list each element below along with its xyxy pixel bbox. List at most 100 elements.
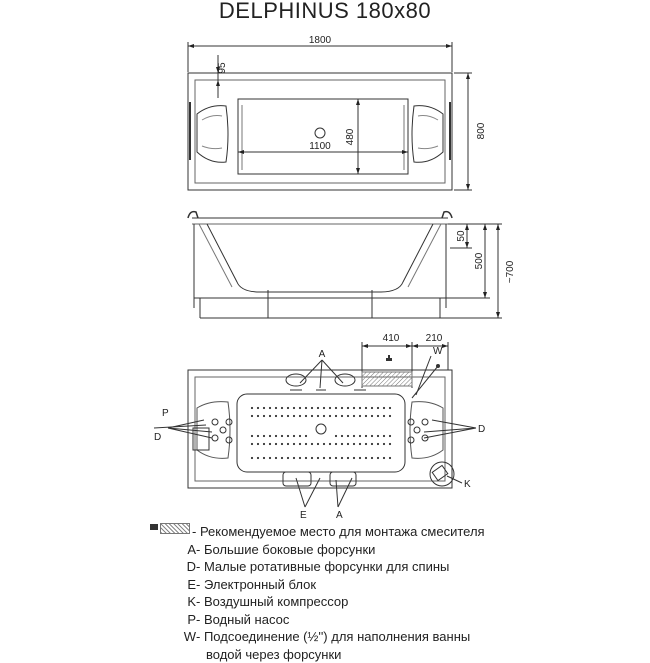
jet-dot	[287, 443, 289, 445]
legend-item: W- Подсоединение (½'') для наполнения ва…	[150, 628, 640, 646]
jet-dot	[275, 415, 277, 417]
jet-dot	[353, 457, 355, 459]
legend: - Рекомендуемое место для монтажа смесит…	[150, 523, 640, 663]
jet-dot	[269, 435, 271, 437]
jet-dot	[335, 415, 337, 417]
hatch-swatch	[160, 523, 190, 534]
jet-dot	[347, 443, 349, 445]
jet-dot	[365, 443, 367, 445]
jet-dot	[359, 443, 361, 445]
jet-dot	[287, 435, 289, 437]
jet-dot	[347, 407, 349, 409]
dim-depth: 50	[456, 230, 467, 242]
jet-dot	[347, 435, 349, 437]
jet-dot	[281, 407, 283, 409]
jet-dot	[251, 457, 253, 459]
jet-dot	[365, 415, 367, 417]
jet-dot	[383, 415, 385, 417]
jet-dot	[335, 407, 337, 409]
jet-dot	[305, 415, 307, 417]
jet-dot	[281, 435, 283, 437]
callout-k: K	[464, 479, 471, 490]
jet-dot	[281, 443, 283, 445]
jet-dot	[377, 443, 379, 445]
jet-dot	[341, 407, 343, 409]
jet-dot	[311, 415, 313, 417]
jet-dot	[305, 443, 307, 445]
jet-dot	[251, 435, 253, 437]
jet-dot	[353, 415, 355, 417]
dim-rim: 95	[217, 62, 228, 74]
faucet-icon	[150, 524, 158, 530]
jet-dot	[335, 443, 337, 445]
jet-dot	[389, 415, 391, 417]
jet-dot	[371, 407, 373, 409]
jet-dot	[323, 443, 325, 445]
callout-a-top: A	[319, 349, 326, 360]
jet-dot	[323, 457, 325, 459]
jet-dot	[299, 457, 301, 459]
side-view-basin	[207, 224, 433, 292]
jet-dot	[341, 457, 343, 459]
jet-dot	[263, 415, 265, 417]
drain-icon	[315, 128, 325, 138]
jet-dot	[275, 407, 277, 409]
jet-dot	[257, 457, 259, 459]
jet-dot	[269, 415, 271, 417]
jet-dot	[335, 435, 337, 437]
jet-dot	[377, 407, 379, 409]
jet-dot	[299, 443, 301, 445]
jet-dot	[341, 435, 343, 437]
jet-dot	[359, 407, 361, 409]
jet-dot	[383, 457, 385, 459]
jet-a-top-right	[335, 374, 355, 386]
jet-dot	[389, 407, 391, 409]
jet-dot	[353, 443, 355, 445]
jet-dot	[293, 415, 295, 417]
jet-dot	[335, 457, 337, 459]
jet-dot	[323, 415, 325, 417]
dim-total-length: 1800	[309, 35, 332, 46]
jet-dot	[293, 457, 295, 459]
electronic-unit-e	[283, 472, 311, 486]
legend-mixer-row: - Рекомендуемое место для монтажа смесит…	[150, 523, 640, 541]
right-headrest	[412, 106, 443, 163]
callout-p: P	[162, 408, 169, 419]
jet-dot	[305, 435, 307, 437]
jet-dot	[389, 457, 391, 459]
jet-dot	[275, 443, 277, 445]
dim-mixer-width: 210	[426, 333, 443, 344]
jet-dot	[281, 415, 283, 417]
jet-dot	[299, 415, 301, 417]
jet-dot	[365, 435, 367, 437]
jet-dot	[359, 435, 361, 437]
jet-dot	[251, 415, 253, 417]
jet-dot	[329, 443, 331, 445]
jet-dot	[299, 435, 301, 437]
jet-dot	[317, 415, 319, 417]
legend-continuation: водой через форсунки	[150, 646, 640, 663]
jet-dot	[263, 435, 265, 437]
dim-inner-width: 480	[345, 128, 356, 145]
jet-dot	[263, 457, 265, 459]
dim-mixer-offset: 410	[383, 333, 400, 344]
jet-dot	[287, 457, 289, 459]
callout-d-left: D	[154, 432, 161, 443]
jet-dot	[377, 415, 379, 417]
jet-dot	[281, 457, 283, 459]
jet-dot	[383, 443, 385, 445]
jet-dot	[293, 435, 295, 437]
jet-dot	[377, 457, 379, 459]
jet-dot	[257, 443, 259, 445]
jet-dot	[269, 457, 271, 459]
jet-dot	[317, 457, 319, 459]
legend-item: E - Электронный блок	[150, 576, 640, 594]
jet-dot	[371, 443, 373, 445]
jet-dot	[299, 407, 301, 409]
layout-view-basin	[237, 394, 405, 472]
jet-dot	[377, 435, 379, 437]
jet-dot	[311, 407, 313, 409]
legend-item: D - Малые ротативные форсунки для спины	[150, 558, 640, 576]
jet-dot	[329, 407, 331, 409]
jet-dot	[275, 457, 277, 459]
